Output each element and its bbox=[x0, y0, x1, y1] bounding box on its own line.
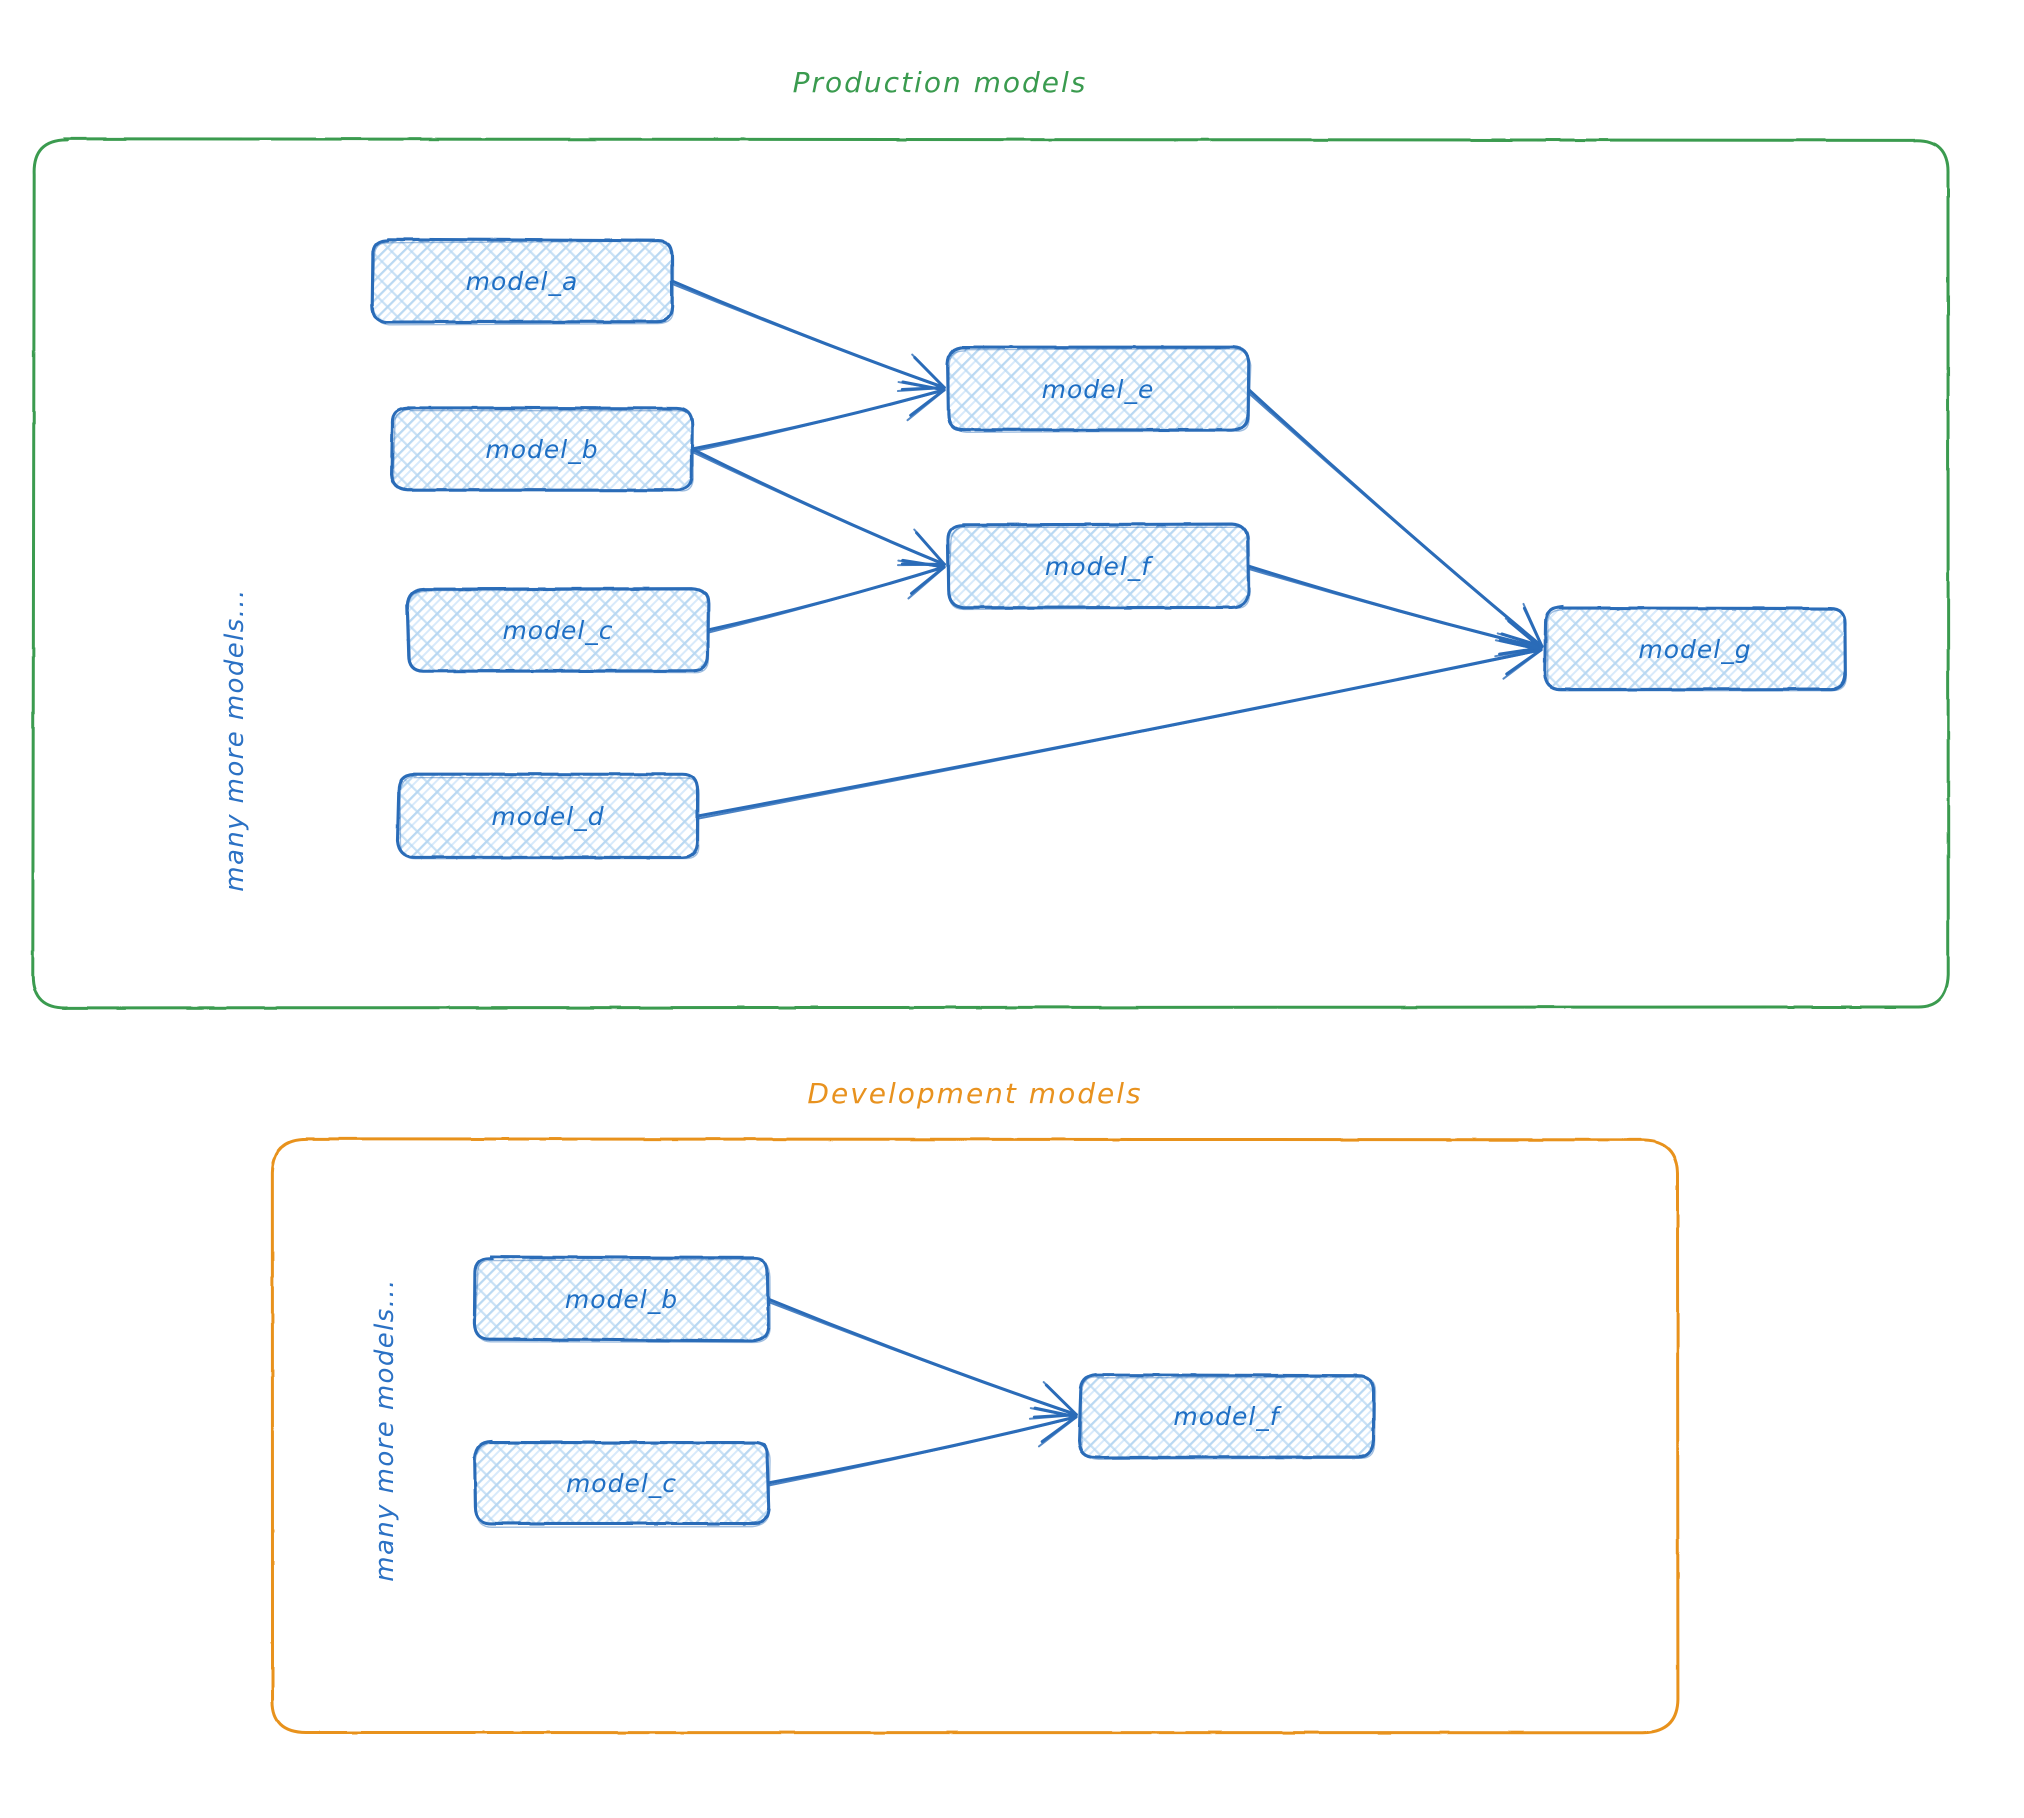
node-border bbox=[395, 772, 700, 860]
edge-stroke bbox=[1246, 387, 1544, 648]
node-label-dev_model_f: model_f bbox=[1173, 1402, 1281, 1431]
edge-stroke bbox=[690, 388, 946, 451]
node-dev_model_c[interactable] bbox=[473, 1439, 771, 1528]
node-border-pass2 bbox=[948, 526, 1251, 611]
edge-dev_model_c-to-dev_model_f bbox=[766, 1406, 1078, 1487]
node-hatch-fill-b bbox=[372, 239, 673, 323]
node-hatch-fill-b bbox=[947, 524, 1249, 608]
node-hatch-fill-b bbox=[474, 1441, 769, 1524]
edge-arrowhead bbox=[1494, 639, 1543, 680]
edge-prod_model_f-to-prod_model_g bbox=[1246, 564, 1543, 658]
edge-arrowhead bbox=[1029, 1407, 1078, 1448]
node-label-dev_model_c: model_c bbox=[566, 1469, 677, 1498]
node-border bbox=[390, 406, 694, 492]
edge-arrowhead bbox=[896, 528, 946, 567]
node-border-pass2 bbox=[474, 1442, 771, 1528]
edge-stroke bbox=[696, 648, 1543, 818]
group-development bbox=[270, 1137, 1680, 1735]
group-border-production bbox=[31, 137, 1950, 1010]
node-border bbox=[946, 522, 1251, 610]
node-border bbox=[370, 237, 674, 324]
node-prod_model_a[interactable] bbox=[370, 237, 675, 326]
edge-stroke bbox=[670, 279, 946, 390]
edge-stroke bbox=[670, 282, 946, 390]
edge-prod_model_b-to-prod_model_e bbox=[690, 380, 946, 453]
edge-stroke bbox=[1246, 567, 1543, 650]
edge-arrowhead bbox=[897, 381, 946, 422]
edge-prod_model_b-to-prod_model_f bbox=[689, 447, 946, 567]
edge-stroke bbox=[766, 1297, 1078, 1417]
node-prod_model_c[interactable] bbox=[405, 587, 711, 674]
node-border-pass2 bbox=[474, 1258, 771, 1344]
node-border-pass2 bbox=[407, 589, 711, 674]
node-dev_model_f[interactable] bbox=[1077, 1372, 1377, 1460]
node-label-prod_model_e: model_e bbox=[1042, 375, 1155, 404]
node-hatch-fill-b bbox=[397, 774, 698, 858]
node-border-pass2 bbox=[1080, 1376, 1377, 1460]
node-border-pass2 bbox=[399, 774, 700, 860]
node-hatch-fill-b bbox=[474, 1257, 769, 1341]
side-note-production: many more models... bbox=[220, 588, 250, 891]
edge-stroke bbox=[767, 1416, 1078, 1487]
group-title-production: Production models bbox=[793, 66, 1088, 99]
node-border bbox=[473, 1439, 771, 1526]
group-border-development bbox=[270, 1137, 1680, 1735]
side-note-development: many more models... bbox=[370, 1278, 400, 1581]
group-production bbox=[31, 137, 1950, 1010]
edge-arrowhead bbox=[897, 559, 946, 600]
group-title-development: Development models bbox=[807, 1077, 1142, 1110]
node-border bbox=[1077, 1372, 1376, 1460]
node-label-prod_model_c: model_c bbox=[502, 616, 613, 645]
node-dev_model_b[interactable] bbox=[472, 1255, 771, 1344]
edge-stroke bbox=[697, 649, 1543, 820]
edge-stroke bbox=[1245, 389, 1543, 648]
edge-prod_model_d-to-prod_model_g bbox=[696, 638, 1543, 820]
edge-prod_model_e-to-prod_model_g bbox=[1245, 387, 1544, 648]
node-prod_model_g[interactable] bbox=[1543, 605, 1847, 692]
edge-arrowhead bbox=[896, 353, 946, 392]
node-label-prod_model_d: model_d bbox=[491, 802, 604, 831]
node-border-pass2 bbox=[947, 348, 1252, 434]
node-label-dev_model_b: model_b bbox=[565, 1285, 678, 1314]
edge-prod_model_c-to-prod_model_f bbox=[706, 558, 946, 634]
edge-stroke bbox=[690, 447, 946, 566]
node-border bbox=[946, 345, 1251, 432]
edge-stroke bbox=[691, 389, 946, 453]
node-hatch-fill-b bbox=[1079, 1374, 1374, 1458]
node-label-prod_model_g: model_g bbox=[1638, 635, 1751, 664]
edge-stroke bbox=[766, 1300, 1078, 1417]
edge-stroke bbox=[707, 566, 946, 634]
node-label-prod_model_f: model_f bbox=[1045, 552, 1153, 581]
node-border-pass2 bbox=[371, 240, 675, 326]
edge-stroke bbox=[766, 1415, 1078, 1485]
node-label-prod_model_b: model_b bbox=[485, 435, 598, 464]
node-border-pass2 bbox=[1546, 608, 1847, 692]
node-hatch-fill-b bbox=[947, 347, 1249, 431]
node-prod_model_e[interactable] bbox=[946, 345, 1252, 434]
node-border bbox=[405, 587, 710, 673]
edge-arrowhead bbox=[1494, 617, 1543, 658]
edge-prod_model_a-to-prod_model_e bbox=[670, 279, 946, 392]
edge-dev_model_b-to-dev_model_f bbox=[766, 1297, 1078, 1420]
edge-arrowhead bbox=[1496, 602, 1544, 648]
edge-arrowhead bbox=[1028, 1381, 1078, 1420]
node-prod_model_d[interactable] bbox=[395, 772, 700, 860]
node-prod_model_b[interactable] bbox=[390, 406, 694, 492]
node-hatch-fill-b bbox=[1544, 607, 1846, 690]
node-hatch-fill-b bbox=[407, 588, 709, 672]
edge-stroke bbox=[689, 450, 946, 566]
node-border-pass2 bbox=[392, 408, 694, 492]
node-prod_model_f[interactable] bbox=[946, 522, 1251, 611]
node-border bbox=[472, 1255, 770, 1343]
node-hatch-fill-b bbox=[391, 407, 693, 491]
node-label-prod_model_a: model_a bbox=[466, 267, 579, 296]
node-border bbox=[1543, 605, 1847, 692]
